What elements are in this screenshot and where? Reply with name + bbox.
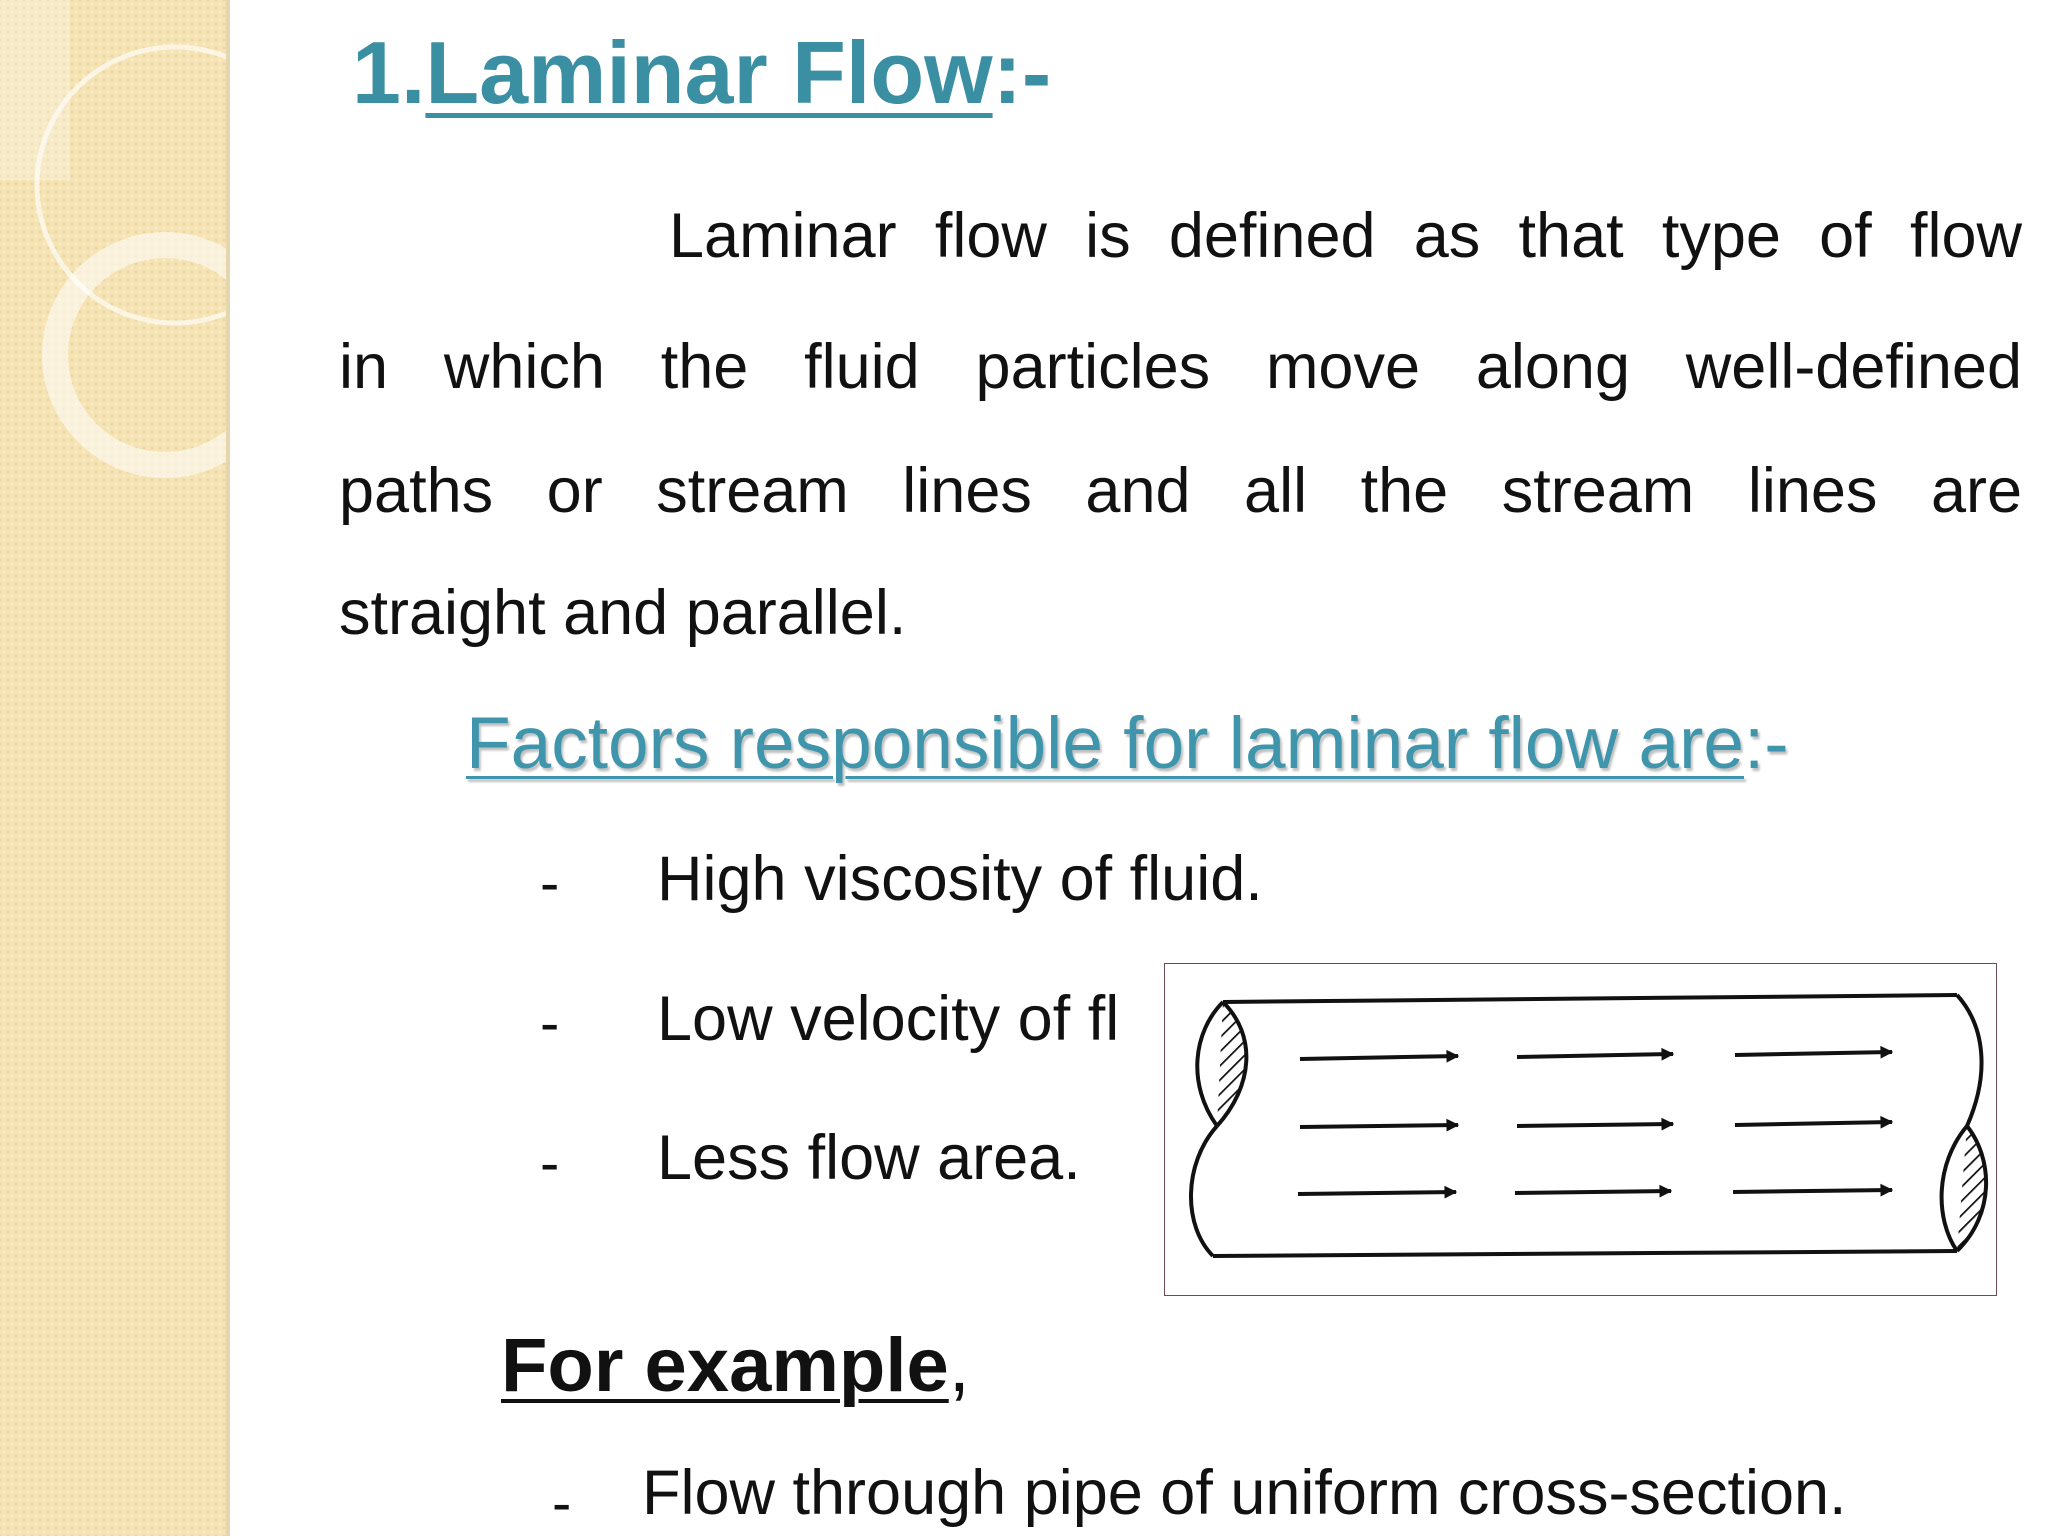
- title-text: Laminar Flow: [425, 23, 993, 122]
- factor-item-flow-area: Less flow area.: [657, 1123, 1081, 1193]
- factors-heading-text: Factors responsible for laminar flow are: [466, 703, 1744, 784]
- definition-line-1: Laminar flow is defined as that type of …: [669, 201, 2022, 271]
- title-suffix: :-: [992, 23, 1052, 122]
- title-number: 1.: [352, 23, 426, 122]
- factor-item-viscosity: High viscosity of fluid.: [657, 844, 1263, 914]
- factor-item-velocity: Low velocity of fl: [657, 984, 1120, 1054]
- sidebar-divider: [226, 0, 230, 1536]
- decorative-rings-icon: [0, 0, 228, 478]
- list-bullet: -: [540, 1131, 560, 1196]
- definition-line-2: in which the fluid particles move along …: [339, 332, 2022, 402]
- example-heading: For example,: [501, 1322, 970, 1409]
- laminar-pipe-flow-diagram-icon: [1189, 993, 1989, 1258]
- slide-title: 1.Laminar Flow:-: [352, 22, 1051, 124]
- factors-heading: Factors responsible for laminar flow are…: [466, 702, 1789, 785]
- example-heading-suffix: ,: [948, 1323, 970, 1408]
- decorative-sidebar: [0, 0, 228, 1536]
- definition-line-4: straight and parallel.: [339, 578, 907, 648]
- example-item-pipe: Flow through pipe of uniform cross-secti…: [642, 1458, 1847, 1528]
- definition-line-3: paths or stream lines and all the stream…: [339, 456, 2022, 526]
- example-heading-text: For example: [501, 1323, 949, 1408]
- list-bullet: -: [540, 851, 560, 916]
- laminar-pipe-figure: [1164, 963, 1997, 1296]
- list-bullet: -: [540, 991, 560, 1056]
- factors-heading-suffix: :-: [1744, 703, 1789, 784]
- list-bullet: -: [552, 1471, 572, 1536]
